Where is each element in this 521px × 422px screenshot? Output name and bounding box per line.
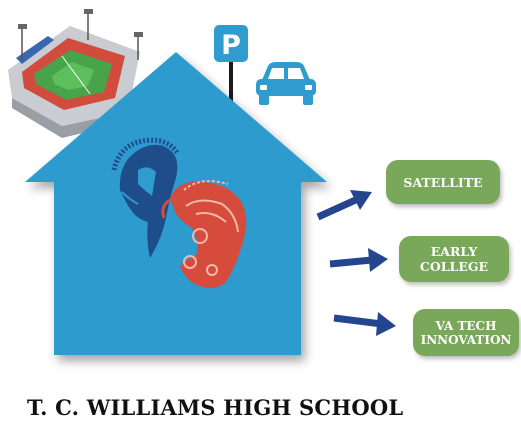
school-title: T. C. WILLIAMS HIGH SCHOOL <box>27 395 404 420</box>
spartan-helmet-logo <box>111 137 247 289</box>
arrow-right-icon <box>316 190 372 221</box>
car-icon <box>256 62 316 105</box>
pathway-early-college: EARLY COLLEGE <box>399 236 509 282</box>
pathway-label: EARLY <box>430 244 478 259</box>
parking-sign-letter: P <box>221 30 241 61</box>
parking-sign-icon: P <box>214 25 248 102</box>
arrow-right-icon <box>333 312 396 336</box>
pathway-label: INNOVATION <box>420 332 512 347</box>
pathway-label: COLLEGE <box>419 259 489 274</box>
pathway-label: SATELLITE <box>403 174 483 190</box>
pathway-label: VA TECH <box>435 318 497 333</box>
arrow-right-icon <box>329 248 388 272</box>
pathway-va-tech-innovation: VA TECH INNOVATION <box>413 309 519 356</box>
pathway-satellite: SATELLITE <box>386 160 500 204</box>
stadium-icon <box>8 9 143 138</box>
